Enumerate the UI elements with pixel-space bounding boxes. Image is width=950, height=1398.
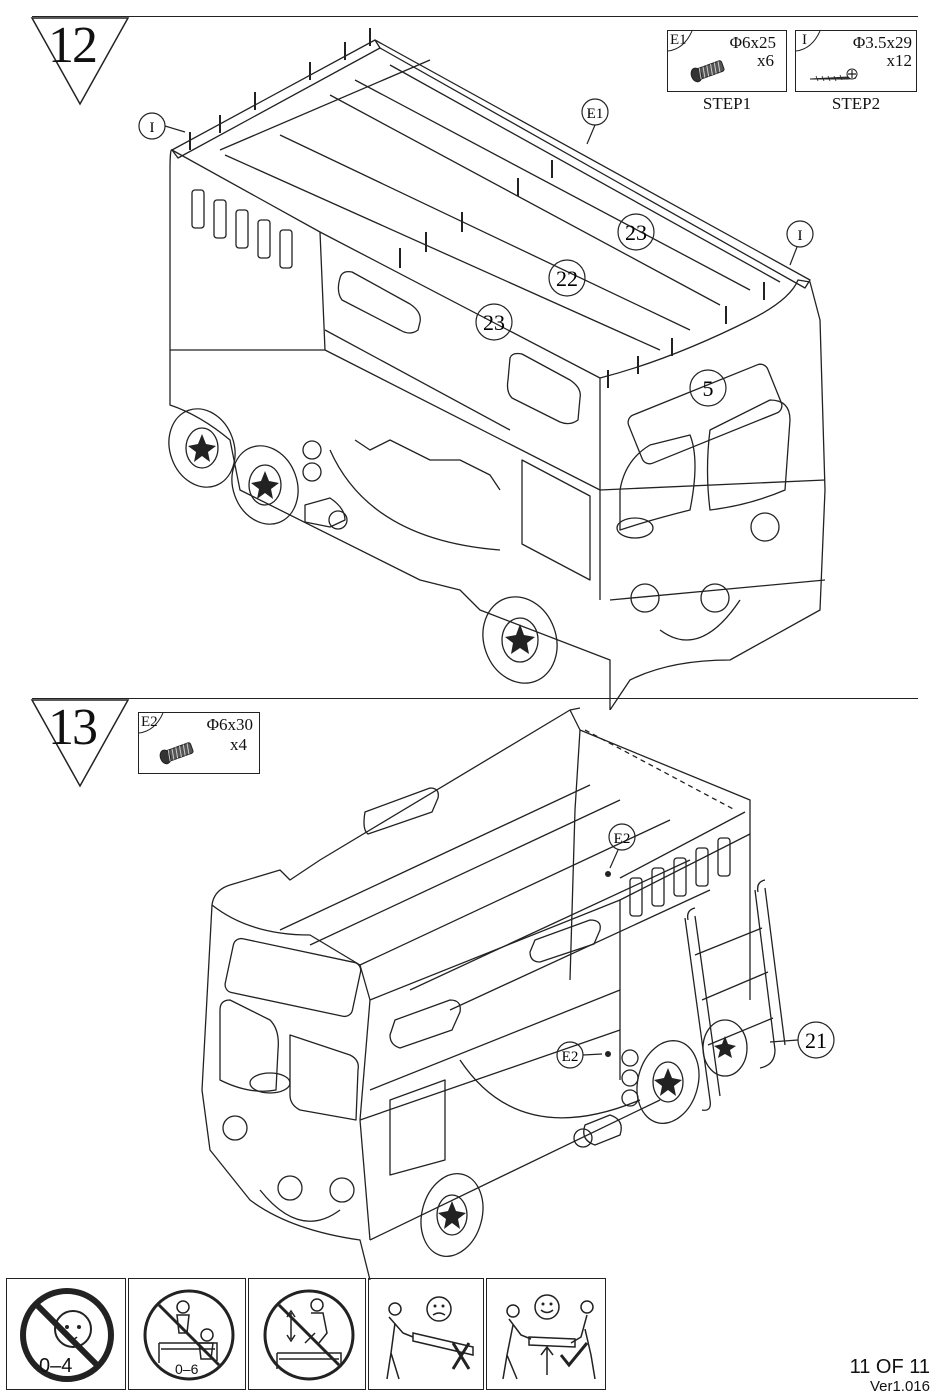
callout-e2-side: E2 [562,1049,579,1065]
callout-part-21: 21 [805,1028,827,1053]
step13-header-rule [32,698,918,699]
hardware-size: Φ3.5x29 [853,33,912,53]
no-jumping-icon [257,1283,361,1387]
callout-e1: E1 [587,106,604,122]
step12-bus-bed-drawing: I E1 I 23 22 23 5 [130,20,830,710]
hardware-code: E2 [141,714,158,731]
callout-part-5: 5 [703,376,714,401]
step13-bus-bed-drawing: E2 E2 21 [190,700,850,1280]
step13-number: 13 [48,702,96,754]
warning-box-no-baby: 0–4 [6,1278,126,1390]
callout-i-right: I [798,228,803,244]
hardware-qty: x12 [887,51,913,71]
callout-i-left: I [150,120,155,136]
incorrect-lifting-icon [373,1283,481,1387]
step12-header-rule [32,16,918,17]
callout-part-23-bottom: 23 [483,310,505,335]
correct-lifting-icon [491,1283,603,1387]
callout-part-23-top: 23 [625,220,647,245]
callout-e2-top: E2 [614,831,631,847]
warning-box-incorrect-lifting [368,1278,484,1390]
warning-box-no-children-upper-bunk: 0–6 [128,1278,246,1390]
warning-age-label: 0–4 [39,1355,72,1378]
warning-box-no-jumping [248,1278,366,1390]
callout-part-22: 22 [556,266,578,291]
warning-age-label: 0–6 [175,1361,198,1377]
page-number: 11 OF 11 [850,1356,930,1379]
warning-box-correct-lifting [486,1278,606,1390]
version-label: Ver1.016 [870,1378,930,1395]
step12-number: 12 [48,20,96,72]
